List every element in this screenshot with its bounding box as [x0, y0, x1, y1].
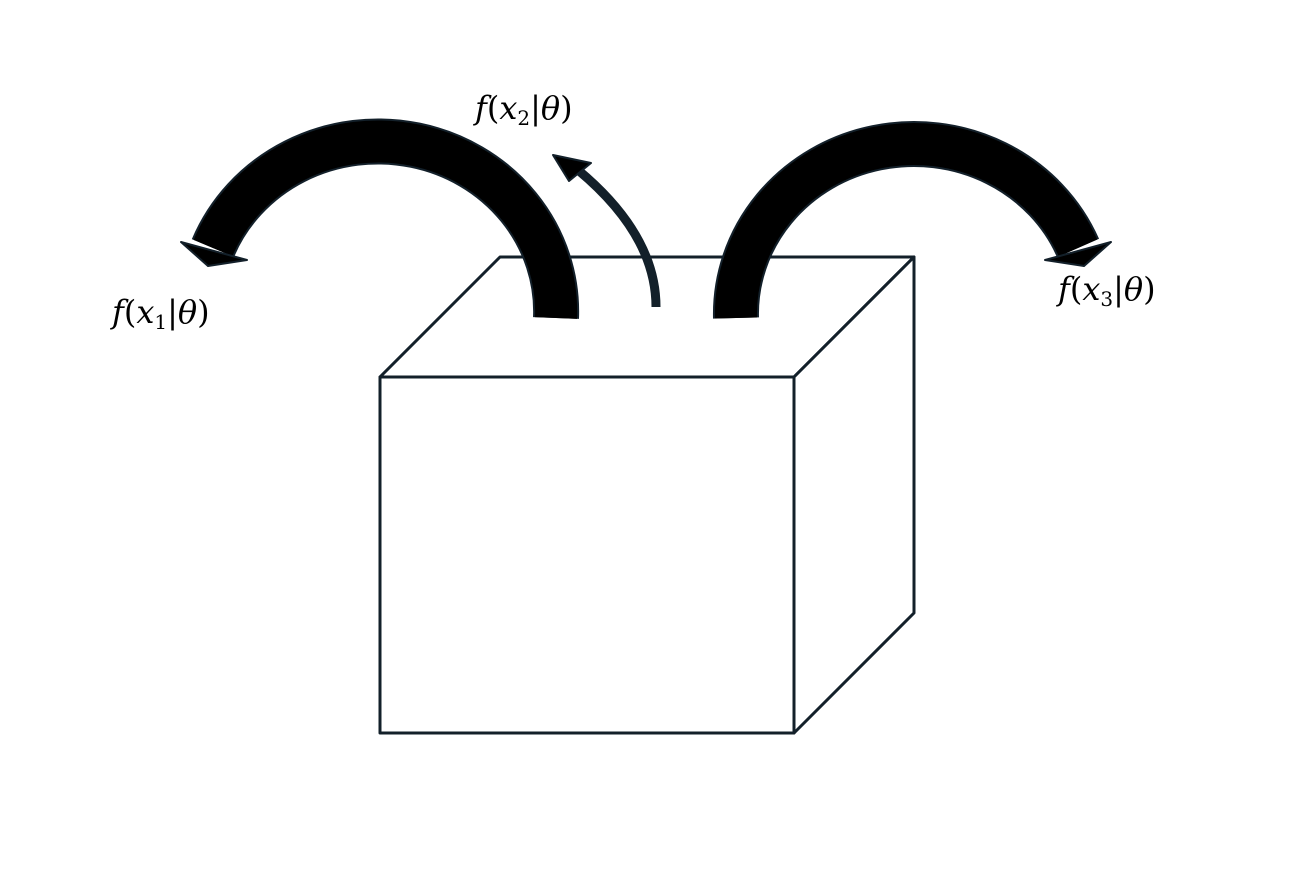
label-2-open: (: [486, 89, 500, 127]
label-3-var: x: [1082, 270, 1101, 308]
label-f-x2-theta: f(x2|θ): [475, 89, 573, 128]
label-f-x3-theta: f(x3|θ): [1058, 270, 1156, 309]
label-1-open: (: [123, 293, 137, 331]
label-2-func: f: [475, 89, 487, 127]
label-1-close: ): [197, 293, 210, 331]
label-2-var: x: [499, 89, 518, 127]
box: [378, 255, 916, 735]
label-2-sub: 2: [517, 106, 531, 130]
label-1-bar: |: [167, 293, 178, 331]
label-3-open: (: [1069, 270, 1083, 308]
arrow-left-shaft-inner: [193, 120, 578, 319]
label-2-close: ): [560, 89, 573, 127]
arrow-middle: [552, 154, 661, 308]
arrow-middle-shaft: [575, 166, 661, 308]
label-3-bar: |: [1113, 270, 1124, 308]
label-f-x1-theta: f(x1|θ): [112, 293, 210, 332]
label-2-bar: |: [530, 89, 541, 127]
arrow-right-shaft-inner: [714, 122, 1098, 319]
arrow-left-head: [180, 241, 248, 267]
label-1-func: f: [112, 293, 124, 331]
arrow-left: [180, 118, 580, 319]
label-1-param: θ: [177, 293, 198, 331]
arrow-middle-head: [552, 154, 592, 182]
label-2-param: θ: [540, 89, 561, 127]
arrow-right-head: [1044, 241, 1112, 267]
arrow-right: [712, 120, 1112, 319]
label-3-close: ): [1143, 270, 1156, 308]
label-3-param: θ: [1123, 270, 1144, 308]
label-3-func: f: [1058, 270, 1070, 308]
label-1-sub: 1: [154, 310, 168, 334]
label-1-var: x: [136, 293, 155, 331]
label-3-sub: 3: [1100, 287, 1114, 311]
box-front-face: [378, 375, 796, 735]
